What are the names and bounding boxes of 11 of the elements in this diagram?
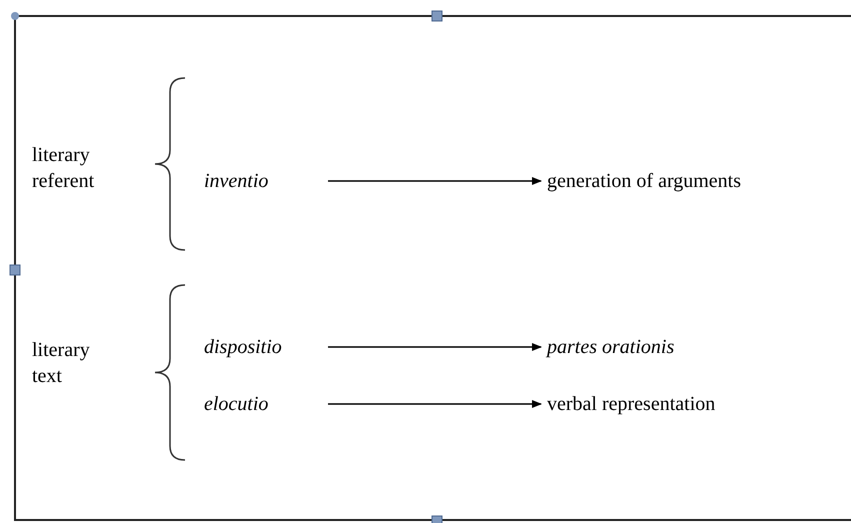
node-label: dispositio [204,335,282,360]
node-label: elocutio [204,392,268,417]
arrow [328,343,542,351]
arrow [328,177,542,185]
node-label: generation of arguments [547,169,742,194]
node-label: partes orationis [547,335,674,360]
node-label: verbal representation [547,392,716,417]
arrow [328,400,542,408]
node-label: literary text [32,338,91,389]
node-label: literary referent [32,143,96,194]
node-label: inventio [204,169,268,194]
